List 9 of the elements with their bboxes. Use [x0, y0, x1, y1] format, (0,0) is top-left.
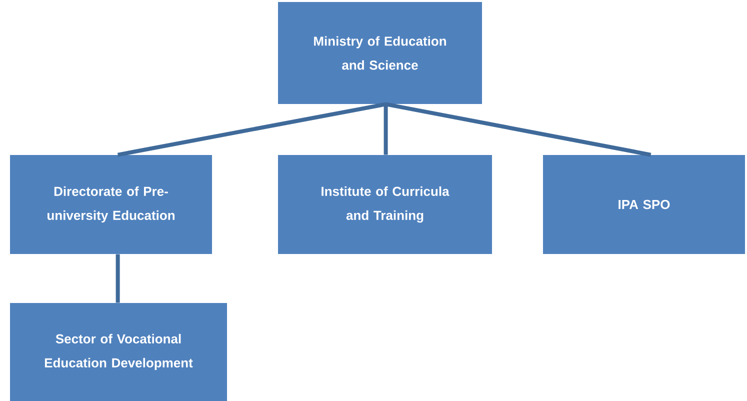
connector-line	[117, 102, 386, 157]
org-box: Sector of Vocational Education Development	[10, 303, 227, 401]
org-box: Institute of Curricula and Training	[278, 155, 492, 254]
connector-line	[384, 104, 388, 155]
connector-line	[116, 254, 120, 303]
org-box: Directorate of Pre-university Education	[10, 155, 212, 254]
org-box: IPA SPO	[543, 155, 745, 254]
org-box: Ministry of Education and Science	[278, 2, 482, 104]
connector-line	[385, 102, 652, 157]
